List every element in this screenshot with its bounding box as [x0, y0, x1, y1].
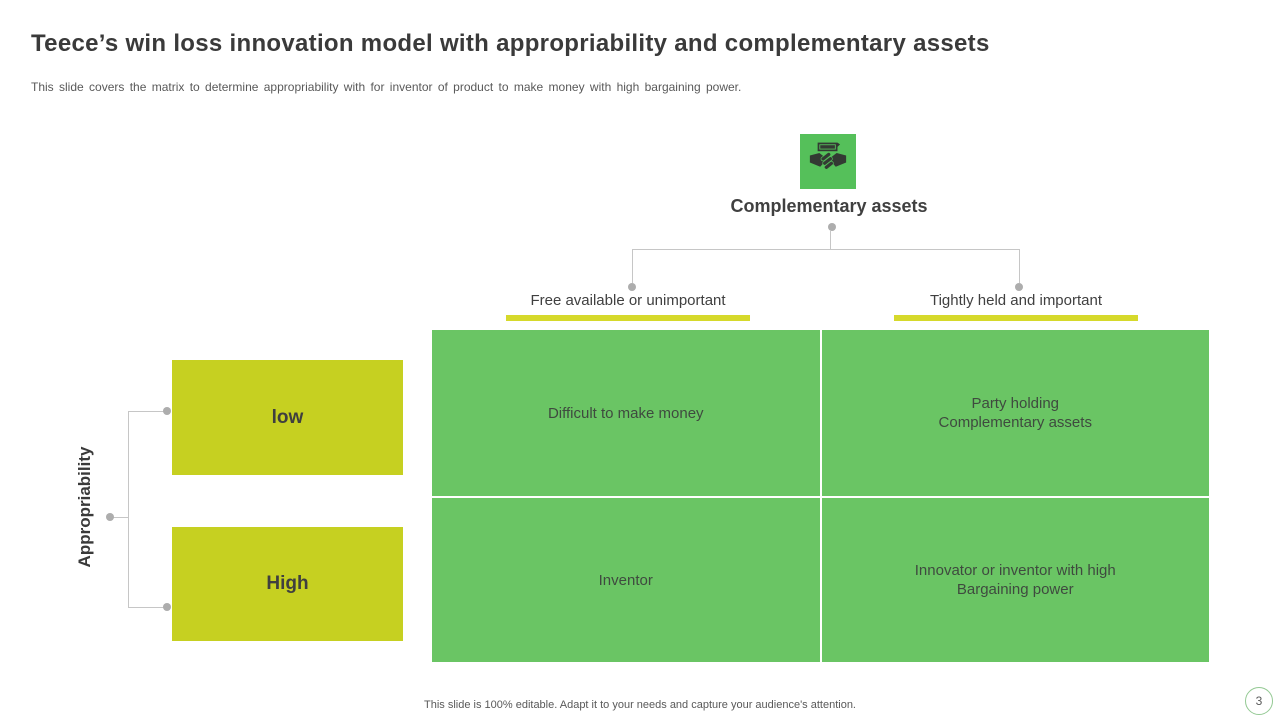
page-number-badge: 3	[1245, 687, 1273, 715]
connector-dot	[1015, 283, 1023, 291]
column-label-free-available: Free available or unimportant	[530, 292, 726, 309]
footer-note: This slide is 100% editable. Adapt it to…	[424, 699, 856, 711]
matrix-cell-difficult-to-make-money: Difficult to make money	[432, 330, 820, 496]
connector-dot	[163, 603, 171, 611]
column-underline	[506, 315, 750, 321]
column-label-tightly-held: Tightly held and important	[929, 292, 1103, 309]
column-underline	[894, 315, 1138, 321]
connector-dot	[106, 513, 114, 521]
connector-line	[830, 231, 831, 249]
connector-dot	[628, 283, 636, 291]
complementary-assets-icon-box	[800, 134, 856, 189]
matrix-cell-innovator-bargaining-power: Innovator or inventor with high Bargaini…	[821, 498, 1209, 662]
connector-line	[128, 411, 129, 607]
left-axis-label: Appropriability	[75, 446, 94, 568]
handshake-money-icon	[809, 141, 847, 182]
connector-line	[128, 411, 167, 412]
connector-line	[111, 517, 128, 518]
connector-line	[1019, 249, 1020, 283]
page-subtitle: This slide covers the matrix to determin…	[31, 80, 742, 94]
page-title: Teece’s win loss innovation model with a…	[31, 30, 990, 57]
matrix-cell-inventor: Inventor	[432, 498, 820, 662]
connector-dot	[828, 223, 836, 231]
connector-dot	[163, 407, 171, 415]
connector-line	[632, 249, 1020, 250]
connector-line	[128, 607, 167, 608]
row-box-low: low	[172, 360, 403, 475]
connector-line	[632, 249, 633, 283]
matrix-cell-party-holding-assets: Party holding Complementary assets	[821, 330, 1209, 496]
row-box-high: High	[172, 527, 403, 641]
matrix-grid: Difficult to make money Party holding Co…	[432, 330, 1209, 662]
top-axis-label: Complementary assets	[730, 196, 928, 216]
